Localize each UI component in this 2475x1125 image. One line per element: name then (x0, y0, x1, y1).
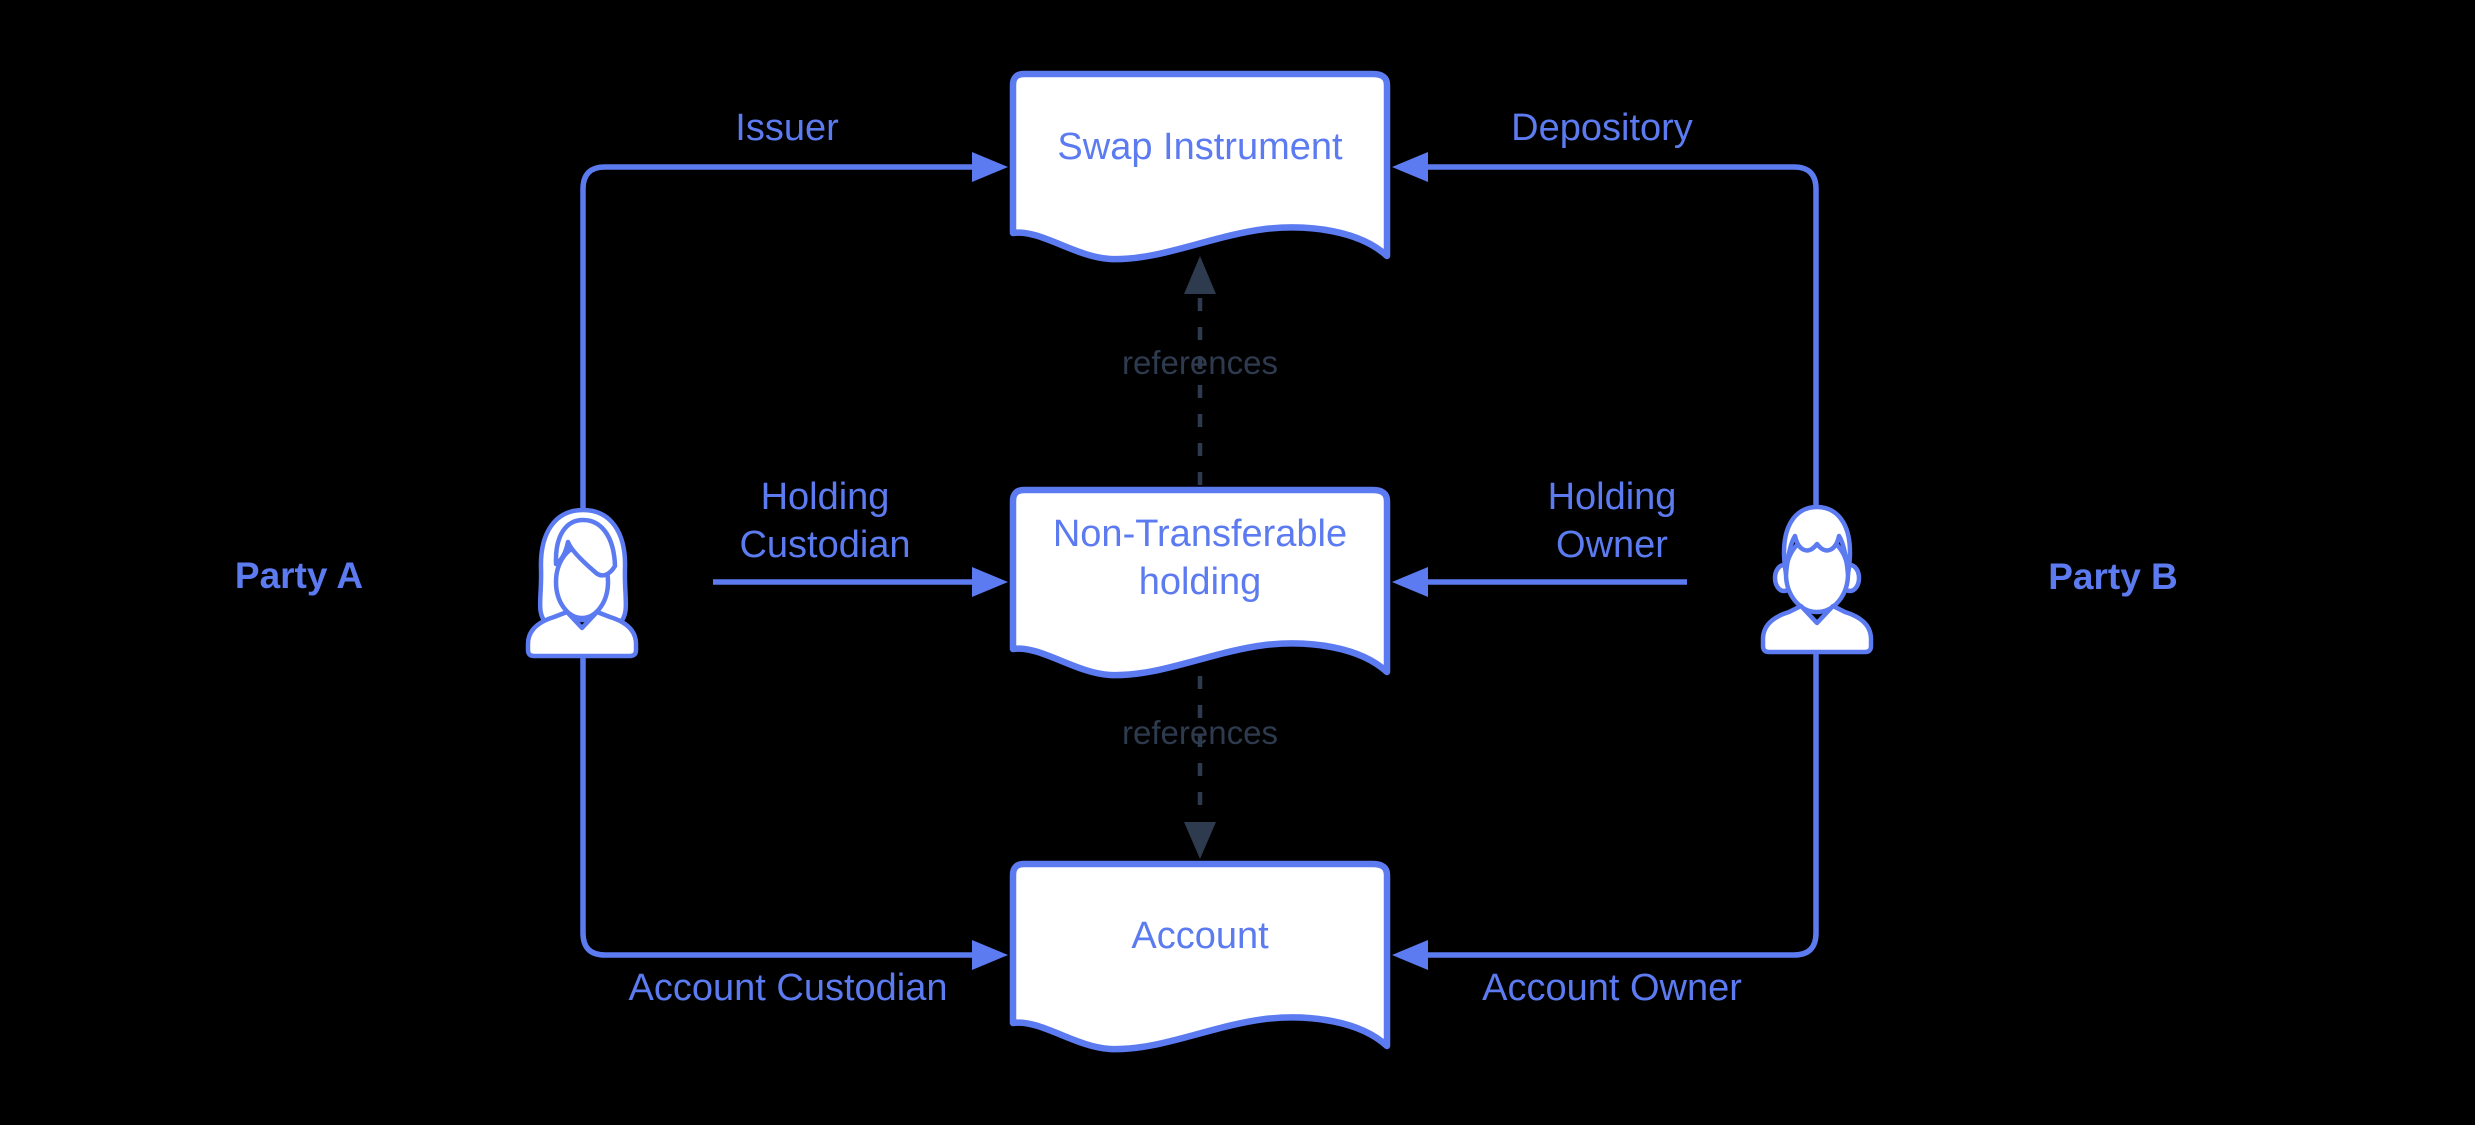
node-account-label: Account (1131, 915, 1269, 957)
edge-holding-custodian-arrowhead-icon (972, 567, 1008, 597)
edge-references-top (1184, 256, 1216, 485)
edge-account-custodian-arrowhead-icon (972, 940, 1008, 970)
edge-account-owner (1392, 652, 1819, 970)
edge-account-owner-line (1428, 652, 1819, 958)
edge-depository-arrowhead-icon (1392, 152, 1428, 182)
edge-references-bottom (1184, 676, 1216, 859)
edge-holding-owner-arrowhead-icon (1392, 567, 1428, 597)
edge-account-owner-label: Account Owner (1482, 967, 1742, 1009)
edge-issuer-line (580, 164, 972, 508)
edge-holding-owner (1392, 567, 1687, 597)
edge-holding-custodian (713, 567, 1008, 597)
edge-references-top-arrowhead-icon (1184, 256, 1216, 294)
edge-issuer-arrowhead-icon (972, 152, 1008, 182)
edge-references-bottom-arrowhead-icon (1184, 822, 1216, 859)
fringe-shape (553, 517, 618, 578)
edge-account-custodian-line (580, 655, 972, 958)
edge-depository (1392, 152, 1819, 505)
torso-shape (1760, 603, 1874, 655)
edge-label-line2: Owner (1556, 524, 1668, 566)
edge-label-line1: Holding (760, 476, 890, 518)
edge-label-line1: Holding (1547, 476, 1677, 518)
edge-issuer (580, 152, 1008, 508)
edge-depository-line (1428, 164, 1819, 505)
torso-shape (525, 609, 639, 659)
party-b-person-icon (1760, 504, 1874, 655)
edge-issuer-label: Issuer (735, 107, 839, 149)
edge-account-owner-arrowhead-icon (1392, 940, 1428, 970)
edge-account-custodian (580, 655, 1008, 970)
edge-references-bottom-label: references (1122, 714, 1278, 751)
node-label-line2: holding (1138, 561, 1262, 603)
edge-references-top-label: references (1122, 344, 1278, 381)
node-label-line1: Non-Transferable (1052, 513, 1348, 555)
edge-holding-custodian-label: Holding Custodian (739, 473, 910, 569)
edge-account-custodian-label: Account Custodian (628, 967, 948, 1009)
edge-label-line2: Custodian (739, 524, 911, 566)
party-a-person-icon (525, 507, 639, 659)
edge-holding-owner-label: Holding Owner (1548, 473, 1677, 569)
party-b-label: Party B (2048, 556, 2178, 597)
hair-shape (1781, 504, 1853, 577)
node-non-transferable-holding-label: Non-Transferable holding (1053, 510, 1347, 606)
party-a-label: Party A (234, 555, 364, 596)
node-swap-instrument-label: Swap Instrument (1057, 126, 1343, 168)
edge-depository-label: Depository (1511, 107, 1693, 149)
